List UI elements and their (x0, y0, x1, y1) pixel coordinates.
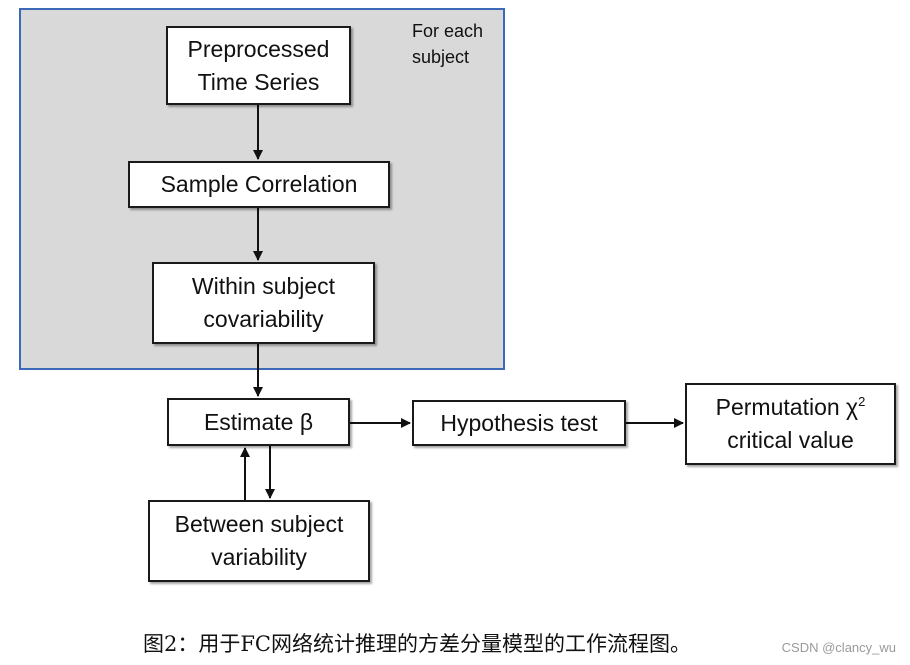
within-subject-covariability-label: Within subject covariability (191, 273, 336, 332)
figure-caption: 图2：用于FC网络统计推理的方差分量模型的工作流程图。 (143, 632, 691, 656)
hypothesis-test-label: Hypothesis test (440, 409, 598, 436)
preprocessed-time-series-node: Preprocessed Time Series (166, 26, 351, 105)
permutation-critical-value-text: Permutation χ2 critical value (716, 391, 866, 457)
estimate-beta-node: Estimate β (167, 398, 350, 446)
permutation-label: Permutation χ (715, 394, 859, 420)
sample-correlation-label: Sample Correlation (160, 171, 358, 197)
between-subject-variability-node: Between subject variability (148, 500, 370, 582)
between-subject-variability-label: Between subject variability (174, 511, 344, 570)
permutation-critical-value-node: Permutation χ2 critical value (685, 383, 896, 465)
hypothesis-test-node: Hypothesis test (412, 400, 626, 446)
watermark: CSDN @clancy_wu (781, 640, 896, 655)
sample-correlation-node: Sample Correlation (128, 161, 390, 208)
preprocessed-time-series-label: Preprocessed Time Series (187, 35, 330, 95)
within-subject-covariability-node: Within subject covariability (152, 262, 375, 344)
per-subject-label: For each subject (412, 21, 484, 67)
critical-value-label: critical value (727, 427, 854, 453)
estimate-beta-label: Estimate β (203, 408, 314, 435)
chi-square-exponent: 2 (858, 394, 866, 409)
